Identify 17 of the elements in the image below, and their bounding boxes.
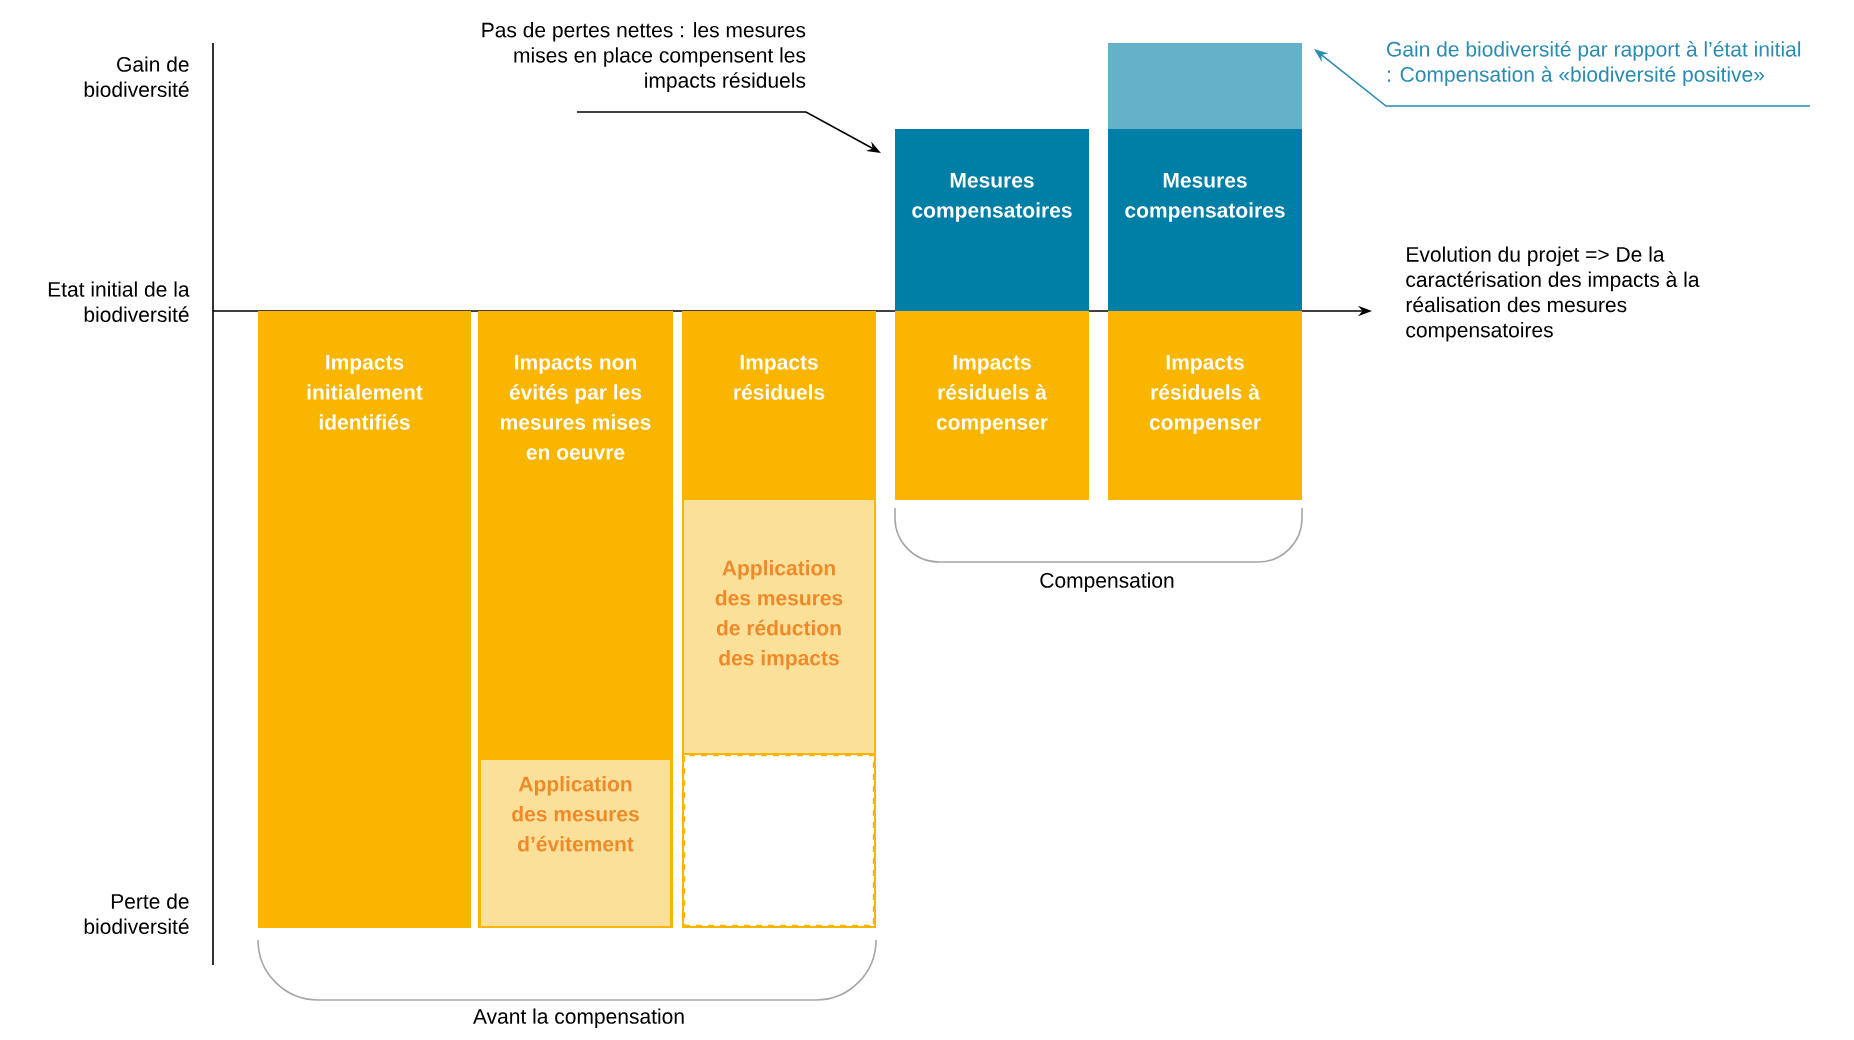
axis-label: Etat initial de la biodiversité (48, 281, 190, 323)
axis-label: Gain de biodiversité (84, 56, 189, 98)
callout-text: Pas de pertes nettes : les mesures mises en place compensent les impacts résiduels (482, 22, 806, 92)
avoidance-box: Application des mesures d’évitement (481, 760, 670, 926)
axis-label: Evolution du projet => De la caractérisation des impacts à la réalisation des mesures compensatoires (1406, 246, 1700, 342)
impact-box: Impacts résiduels à compenser (1108, 311, 1302, 500)
gain-box (1108, 43, 1302, 129)
impact-box: Impacts résiduels à compenser (895, 311, 1089, 500)
axis-label: Perte de biodiversité (84, 893, 189, 935)
bracket-label: Avant la compensation (473, 1008, 684, 1028)
impact-column: Impacts initialement identifiés (258, 311, 471, 928)
compensation-box: Mesures compensatoires (1108, 129, 1302, 311)
reduction-box: Application des mesures de réduction des impacts (684, 500, 874, 753)
empty-box (682, 753, 876, 928)
compensation-box: Mesures compensatoires (895, 129, 1089, 311)
bracket-label: Compensation (1040, 572, 1174, 592)
callout-text: Gain de biodiversité par rapport à l’état initial : Compensation à «biodiversité positive» (1387, 41, 1801, 86)
